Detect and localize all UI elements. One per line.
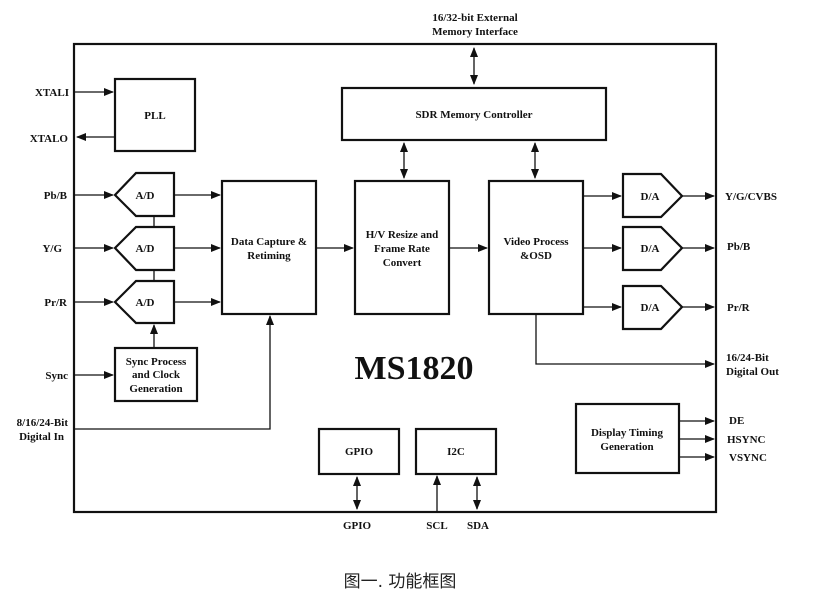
adc-block-pb <box>113 171 176 218</box>
sync-label-3: Generation <box>129 383 182 395</box>
sda-label: SDA <box>467 520 489 532</box>
dac-block-3 <box>621 284 684 331</box>
digital-in-label-1: 8/16/24-Bit <box>17 417 69 429</box>
vsync-label: VSYNC <box>729 452 767 464</box>
i2c-block <box>414 427 498 476</box>
resize-label-2: Frame Rate <box>374 243 430 255</box>
dac-label-1: D/A <box>641 191 660 203</box>
sync-in-label: Sync <box>45 370 68 382</box>
gpio-block <box>317 427 401 476</box>
pb-out-label: Pb/B <box>727 241 751 253</box>
resize-block <box>353 179 451 316</box>
data-capture-block <box>220 179 318 316</box>
xtali-label: XTALI <box>35 87 69 99</box>
resize-label-1: H/V Resize and <box>366 229 439 241</box>
display-timing-label-2: Generation <box>600 441 653 453</box>
hsync-label: HSYNC <box>727 434 766 446</box>
adc-block-pr <box>113 279 176 325</box>
video-process-block <box>487 179 585 316</box>
digital-in-label-2: Digital In <box>19 431 64 443</box>
sync-process-block <box>113 346 199 403</box>
chip-boundary <box>72 42 718 514</box>
display-timing-block <box>574 402 681 475</box>
adc-label-pb: A/D <box>136 190 155 202</box>
pr-out-label: Pr/R <box>727 302 751 314</box>
digital-in-arrow <box>74 315 274 430</box>
y-in-label: Y/G <box>42 243 62 255</box>
memory-interface-label-2: Memory Interface <box>432 26 518 38</box>
scl-label: SCL <box>426 520 447 532</box>
dac-block-1 <box>621 172 684 219</box>
dac-label-2: D/A <box>641 243 660 255</box>
memory-interface-label-1: 16/32-bit External <box>432 12 517 24</box>
pb-in-label: Pb/B <box>44 190 68 202</box>
figure-caption: 图一. 功能框图 <box>344 572 457 592</box>
resize-label-3: Convert <box>383 257 422 269</box>
i2c-block-label: I2C <box>447 446 465 458</box>
de-label: DE <box>729 415 744 427</box>
sync-label-2: and Clock <box>132 369 181 381</box>
pr-in-label: Pr/R <box>44 297 68 309</box>
pll-label: PLL <box>144 110 165 122</box>
dac-block-2 <box>621 225 684 272</box>
adc-block-y <box>113 225 176 272</box>
digital-out-label-2: Digital Out <box>726 366 779 378</box>
display-timing-label-1: Display Timing <box>591 427 664 439</box>
adc-label-pr: A/D <box>136 297 155 309</box>
xtalo-label: XTALO <box>30 133 69 145</box>
sdr-memory-controller-block <box>340 86 608 142</box>
data-capture-label-2: Retiming <box>247 250 291 262</box>
sdr-memory-controller-label: SDR Memory Controller <box>415 109 532 121</box>
pll-block <box>113 77 197 153</box>
video-process-label-1: Video Process <box>503 236 569 248</box>
ygcvbs-out-label: Y/G/CVBS <box>725 191 777 203</box>
gpio-block-label: GPIO <box>345 446 374 458</box>
video-process-label-2: &OSD <box>520 250 552 262</box>
digital-out-label-1: 16/24-Bit <box>726 352 769 364</box>
chip-name: MS1820 <box>355 350 474 387</box>
data-capture-label-1: Data Capture & <box>231 236 307 248</box>
adc-label-y: A/D <box>136 243 155 255</box>
digital-out-arrow <box>535 314 715 368</box>
sync-label-1: Sync Process <box>126 356 187 368</box>
gpio-pin-label: GPIO <box>343 520 372 532</box>
dac-label-3: D/A <box>641 302 660 314</box>
